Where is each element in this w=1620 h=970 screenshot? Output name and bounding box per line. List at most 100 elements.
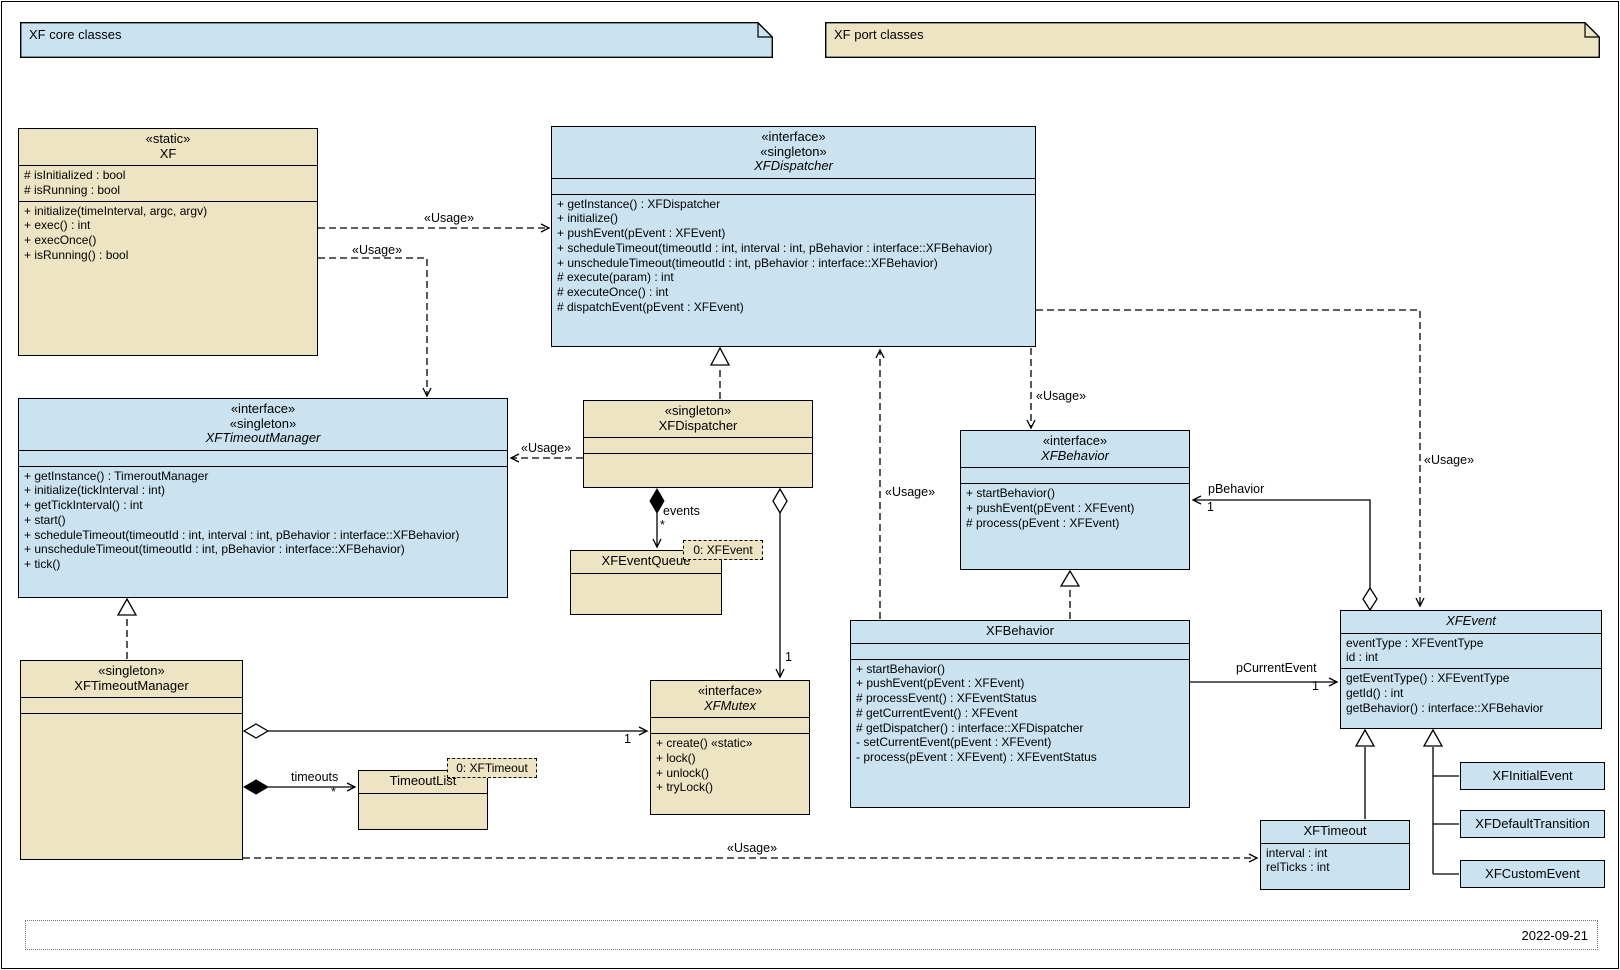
stereotype-label: «interface» xyxy=(1042,433,1108,448)
note-shape-core xyxy=(20,22,773,58)
member-line: - setCurrentEvent(pEvent : XFEvent) xyxy=(856,735,1052,750)
object-note-xfevent: 0: XFEvent xyxy=(683,540,763,560)
member-line: # isRunning : bool xyxy=(24,182,121,197)
class-name: XFBehavior xyxy=(986,623,1054,638)
note-core-label: XF core classes xyxy=(29,27,122,42)
realization-triangle-xftimeoutmanager xyxy=(116,597,138,616)
member-line: + lock() xyxy=(656,750,696,765)
member-line: eventType : XFEventType xyxy=(1346,635,1484,650)
member-line: id : int xyxy=(1346,650,1379,665)
attributes-compartment: # isInitialized : bool# isRunning : bool xyxy=(19,166,317,202)
usage-label-dispatchers-timeoutmanager: «Usage» xyxy=(521,441,572,455)
class-xfbehavior: XFBehavior + startBehavior()+ pushEvent(p… xyxy=(850,620,1190,808)
stereotype-label: «singleton» xyxy=(98,663,165,678)
member-line: + exec() : int xyxy=(24,218,91,233)
stereotype-label: «static» xyxy=(145,131,191,146)
aggregation-diamond-xftimeoutmanager-mutex xyxy=(242,723,270,739)
class-xftimeoutmanager-interface: «interface»«singleton»XFTimeoutManager + … xyxy=(18,398,508,598)
class-xfmutex: «interface»XFMutex + create() «static»+ l… xyxy=(650,680,810,815)
note-port-label: XF port classes xyxy=(834,27,924,42)
attributes-compartment xyxy=(651,718,809,734)
class-header: «singleton»XFDispatcher xyxy=(584,401,812,438)
operations-compartment: + startBehavior()+ pushEvent(pEvent : XF… xyxy=(961,484,1189,569)
class-xfdefaulttransition: XFDefaultTransition xyxy=(1460,810,1605,838)
member-line: # getDispatcher() : interface::XFDispatc… xyxy=(856,720,1084,735)
attributes-compartment xyxy=(961,468,1189,484)
member-line: + getTickInterval() : int xyxy=(24,498,143,513)
stereotype-label: «singleton» xyxy=(664,403,732,418)
multiplicity-mutex-top-one: 1 xyxy=(785,650,792,664)
attributes-compartment xyxy=(552,179,1035,195)
role-label-events: events xyxy=(663,504,700,518)
class-header: XFDefaultTransition xyxy=(1461,811,1604,837)
class-xfdispatcher-interface: «interface»«singleton»XFDispatcher+ getI… xyxy=(551,126,1036,347)
member-line: # executeOnce() : int xyxy=(557,285,669,300)
class-name: XFDefaultTransition xyxy=(1475,815,1590,831)
stereotype-label: «singleton» xyxy=(229,415,297,431)
note-xf-core-classes: XF core classes xyxy=(20,22,773,58)
stereotype-label: «interface» xyxy=(761,129,826,144)
usage-label-dispatcher-behavior: «Usage» xyxy=(1036,389,1087,403)
class-name: XFCustomEvent xyxy=(1485,865,1580,881)
usage-label-xf-timeoutmanager: «Usage» xyxy=(352,243,403,257)
usage-label-timeoutmanager-timeout: «Usage» xyxy=(727,841,778,855)
attributes-compartment xyxy=(19,451,507,467)
operations-compartment xyxy=(584,454,812,487)
member-line: + unlock() xyxy=(656,765,710,780)
multiplicity-pbehavior-one: 1 xyxy=(1207,500,1214,514)
member-line: + scheduleTimeout(timeoutId : int, inter… xyxy=(24,527,460,542)
composition-diamond-events xyxy=(649,488,665,514)
multiplicity-mutex-left-one: 1 xyxy=(624,732,631,746)
object-note-label: 0: XFEvent xyxy=(693,543,753,557)
member-line: + scheduleTimeout(timeoutId : int, inter… xyxy=(557,240,993,255)
class-name: XFTimeoutManager xyxy=(205,430,321,445)
class-header: XFEvent xyxy=(1341,611,1601,634)
generalization-triangle-xftimeout xyxy=(1354,728,1376,747)
attributes-compartment xyxy=(359,794,487,830)
class-xfeventqueue: XFEventQueue xyxy=(570,550,722,615)
member-line: getEventType() : XFEventType xyxy=(1346,671,1510,686)
operations-compartment: + getInstance() : XFDispatcher+ initiali… xyxy=(552,195,1035,347)
member-line: + execOnce() xyxy=(24,233,97,248)
operations-compartment: + startBehavior()+ pushEvent(pEvent : XF… xyxy=(851,660,1189,808)
usage-label-xf-dispatcher: «Usage» xyxy=(424,211,475,225)
usage-label-dispatcher-event: «Usage» xyxy=(1424,453,1475,467)
class-name: XFMutex xyxy=(703,697,756,713)
member-line: + start() xyxy=(24,512,66,527)
member-line: + unscheduleTimeout(timeoutId : int, pBe… xyxy=(557,255,938,270)
member-line: # isInitialized : bool xyxy=(24,168,126,182)
class-header: XFBehavior xyxy=(851,621,1189,644)
class-name: XFTimeoutManager xyxy=(74,677,189,693)
usage-label-behavior-dispatcher: «Usage» xyxy=(885,485,936,499)
operations-compartment xyxy=(21,714,242,859)
stereotype-label: «singleton» xyxy=(760,143,827,159)
class-xfcustomevent: XFCustomEvent xyxy=(1460,860,1605,888)
multiplicity-timeouts-many: * xyxy=(331,785,336,799)
role-label-pbehavior: pBehavior xyxy=(1208,482,1265,496)
member-line: + pushEvent(pEvent : XFEvent) xyxy=(856,676,1025,691)
member-line: + create() «static» xyxy=(656,736,753,750)
composition-diamond-timeouts xyxy=(243,779,269,795)
multiplicity-pcurrentevent-one: 1 xyxy=(1312,679,1319,693)
stereotype-label: «interface» xyxy=(697,683,763,698)
member-line: # process(pEvent : XFEvent) xyxy=(966,515,1120,530)
member-line: getBehavior() : interface::XFBehavior xyxy=(1346,700,1544,715)
class-header: TimeoutList xyxy=(359,771,487,794)
attributes-compartment xyxy=(21,698,242,714)
class-xfbehavior-interface: «interface»XFBehavior+ startBehavior()+ … xyxy=(960,430,1190,570)
member-line: + initialize(tickInterval : int) xyxy=(24,483,166,498)
object-note-xftimeout: 0: XFTimeout xyxy=(447,758,537,778)
member-line: + pushEvent(pEvent : XFEvent) xyxy=(557,226,726,241)
class-header: «interface»XFMutex xyxy=(651,681,809,718)
class-header: «interface»«singleton»XFTimeoutManager xyxy=(19,399,507,451)
stereotype-label: «interface» xyxy=(230,401,296,416)
aggregation-diamond-xfevent-pbehavior xyxy=(1362,586,1378,612)
class-xfdispatcher-singleton: «singleton»XFDispatcher xyxy=(583,400,813,488)
class-name: TimeoutList xyxy=(389,773,457,788)
edge-generalization-event-subclasses xyxy=(1432,747,1459,875)
class-header: XFInitialEvent xyxy=(1461,763,1604,789)
member-line: + pushEvent(pEvent : XFEvent) xyxy=(966,500,1135,515)
